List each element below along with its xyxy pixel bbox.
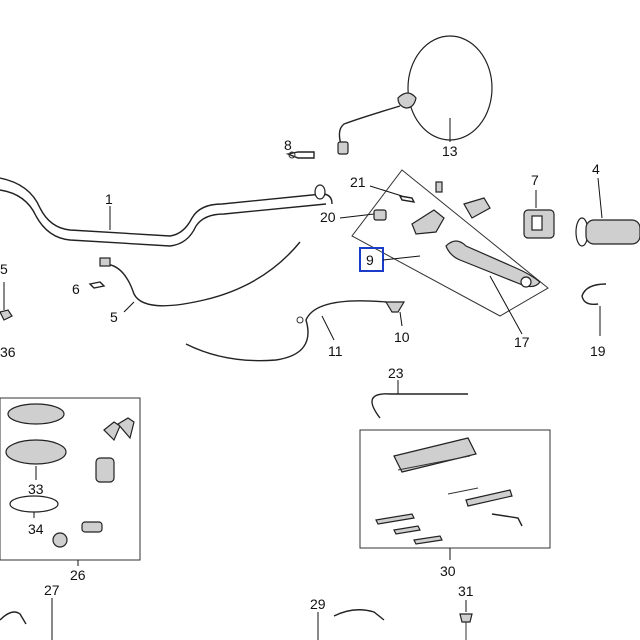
fuel-cap-box[interactable] [0,397,141,561]
bottom-mid-part [333,609,385,621]
callout-29: 29 [310,596,326,612]
lever-assembly[interactable] [351,169,549,317]
bottom-left-part [0,611,27,625]
bolt-part-8[interactable] [285,151,315,159]
callout-17: 17 [514,334,530,350]
bottom-right-part [459,613,473,640]
clip-part-10[interactable] [384,301,406,313]
callout-34: 34 [28,521,44,537]
screw-part-6[interactable] [88,281,106,289]
callout-26: 26 [70,567,86,583]
callout-5: 5 [110,309,118,325]
strap-part-23[interactable] [371,393,468,419]
callout-8: 8 [284,137,292,153]
callout-31: 31 [458,583,474,599]
grip-part-4[interactable] [575,217,640,247]
callout-30: 30 [440,563,456,579]
mirror-part[interactable] [337,35,493,155]
callout-19: 19 [590,343,606,359]
callout-36: 36 [0,344,16,360]
callout-21: 21 [350,174,366,190]
callout-20: 20 [320,209,336,225]
cable-part-5[interactable] [99,241,301,307]
cable-part-11[interactable] [185,300,387,362]
tool-kit-box[interactable] [359,429,551,549]
callout-27: 27 [44,582,60,598]
callout-1: 1 [105,191,113,207]
hook-part-19[interactable] [581,283,607,306]
switch-housing-part-7[interactable] [523,209,555,239]
nut-part-20[interactable] [373,209,387,221]
callout-7: 7 [531,172,539,188]
callout-6: 6 [72,281,80,297]
left-edge-part [0,282,13,321]
handlebar-part[interactable] [0,177,333,247]
screw-part-21[interactable] [398,195,416,203]
callout-10: 10 [394,329,410,345]
callout-4: 4 [592,161,600,177]
callout-23: 23 [388,365,404,381]
callout-13: 13 [442,143,458,159]
callout-33: 33 [28,481,44,497]
callout-9: 9 [366,252,374,268]
callout-11: 11 [328,343,343,359]
callout-5-left: 5 [0,261,8,277]
